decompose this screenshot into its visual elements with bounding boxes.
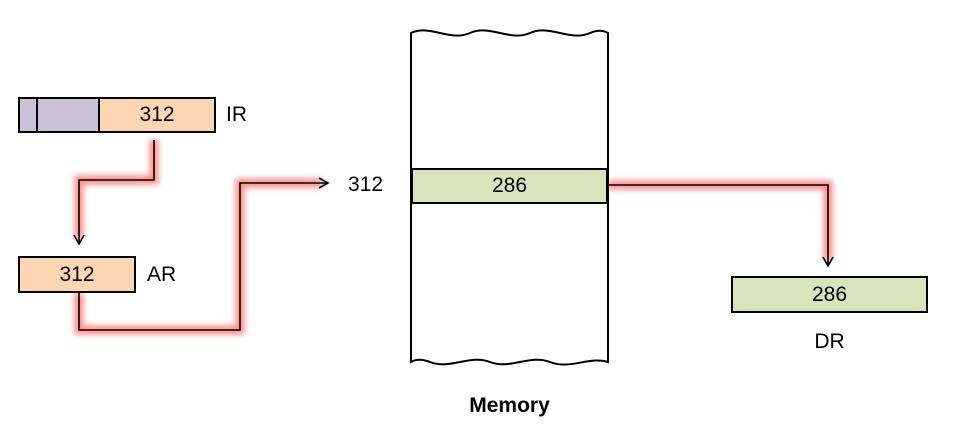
memory-title: Memory (469, 394, 550, 417)
dr-label: DR (814, 330, 845, 353)
dr-register (731, 276, 928, 313)
ar-value: 312 (59, 263, 95, 286)
ir-opcode-field-b (36, 97, 100, 133)
ir-to-ar-path-glow (74, 140, 159, 238)
ar-to-memory-arrow (78, 177, 330, 331)
ar-label: AR (147, 263, 177, 286)
dr-value: 286 (811, 283, 848, 306)
memory-to-dr-arrow (608, 184, 834, 268)
ir-label: IR (226, 103, 247, 126)
memory-word (411, 168, 608, 204)
memory-address-label: 312 (348, 173, 384, 196)
ir-to-ar-arrow (73, 140, 155, 246)
ar-register (18, 256, 136, 293)
memory-to-dr-path-glow (608, 180, 833, 260)
ir-address-value: 312 (139, 103, 175, 126)
ir-address-field (98, 97, 216, 133)
memory-word-value: 286 (491, 174, 528, 197)
ir-opcode-field-a (18, 97, 38, 133)
